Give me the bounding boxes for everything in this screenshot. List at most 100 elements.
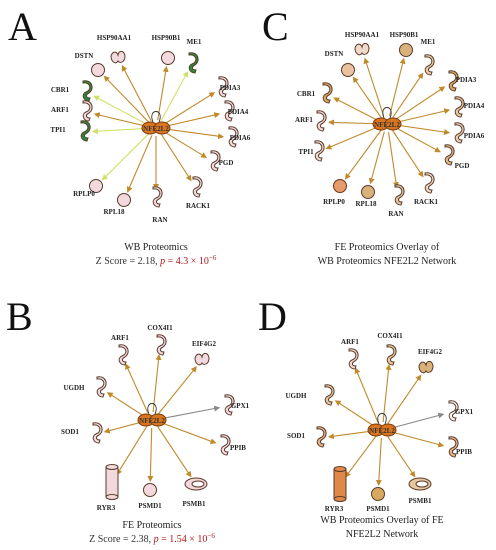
edge	[165, 128, 225, 140]
node-label: UGDH	[64, 384, 86, 392]
node-cbr1[interactable]: CBR1	[51, 80, 93, 102]
p-symbol: p	[153, 534, 159, 545]
node-psmd1[interactable]: PSMD1	[366, 487, 390, 514]
node-cox4i1[interactable]: COX4I1	[377, 332, 403, 366]
node-dstn[interactable]: DSTN	[75, 52, 105, 77]
node-hsp90b1[interactable]: HSP90B1	[152, 34, 181, 65]
node-psmb1[interactable]: PSMB1	[408, 477, 432, 505]
edge	[103, 75, 150, 123]
node-me1[interactable]: ME1	[187, 38, 202, 74]
node-pdia6[interactable]: PDIA6	[228, 126, 251, 148]
node-rpl18[interactable]: RPL18	[104, 193, 131, 217]
node-label: RPLP0	[73, 190, 95, 198]
edge	[333, 97, 379, 121]
node-eif4g2[interactable]: EIF4G2	[192, 340, 217, 366]
panel-caption: FE Proteomics Overlay of	[335, 242, 440, 253]
edge	[344, 435, 377, 478]
node-pdia4[interactable]: PDIA4	[224, 100, 249, 122]
edge	[363, 57, 385, 117]
p-value: = 4.3 × 10	[165, 256, 209, 267]
node-label: ME1	[187, 38, 202, 46]
edge	[116, 426, 148, 476]
node-ryr3[interactable]: RYR3	[97, 464, 119, 513]
node-label: COX4I1	[377, 332, 403, 340]
node-ugdh[interactable]: UGDH	[286, 384, 335, 406]
edge	[103, 421, 143, 434]
node-psmd1[interactable]: PSMD1	[138, 483, 162, 511]
edge	[395, 86, 446, 121]
node-ugdh[interactable]: UGDH	[64, 376, 107, 398]
stat-line: Z Score = 2.18, p = 4.3 × 10−6	[96, 254, 217, 267]
node-dstn[interactable]: DSTN	[325, 50, 355, 77]
node-label: TPI1	[298, 148, 314, 156]
node-label: RYR3	[97, 504, 116, 512]
hub-label: NFE2L2	[374, 121, 400, 129]
node-hsp90aa1[interactable]: HSP90AA1	[97, 34, 132, 64]
node-arf1[interactable]: ARF1	[111, 334, 129, 366]
edge	[164, 131, 208, 158]
edge	[388, 57, 406, 117]
node-label: PDIA4	[228, 108, 249, 116]
node-pdia3[interactable]: PDIA3	[448, 70, 477, 92]
node-sod1[interactable]: SOD1	[61, 422, 103, 444]
hub-node[interactable]: NFE2L2	[372, 117, 402, 131]
node-cox4i1[interactable]: COX4I1	[147, 324, 173, 356]
node-rack1[interactable]: RACK1	[414, 172, 439, 206]
node-cbr1[interactable]: CBR1	[297, 82, 333, 104]
node-tpi1[interactable]: TPI1	[298, 140, 325, 162]
self-regulation-loop	[382, 107, 392, 119]
node-rpl18[interactable]: RPL18	[356, 185, 378, 209]
node-sod1[interactable]: SOD1	[287, 426, 327, 448]
node-ran[interactable]: RAN	[388, 184, 405, 218]
node-label: ARF1	[341, 338, 359, 346]
node-label: HSP90AA1	[97, 34, 132, 42]
node-rplp0[interactable]: RPLP0	[73, 179, 103, 199]
node-label: COX4I1	[147, 324, 173, 332]
node-rack1[interactable]: RACK1	[186, 176, 211, 210]
node-pdia6[interactable]: PDIA6	[454, 122, 485, 144]
panel-letter: B	[6, 294, 33, 339]
node-arf1[interactable]: ARF1	[295, 110, 327, 132]
hub-label: NFE2L2	[369, 427, 395, 435]
node-label: PGD	[219, 159, 234, 167]
node-eif4g2[interactable]: EIF4G2	[418, 348, 443, 374]
self-regulation-loop	[151, 111, 161, 123]
node-pdia4[interactable]: PDIA4	[454, 96, 485, 118]
node-pgd[interactable]: PGD	[210, 150, 234, 172]
node-label: ME1	[421, 38, 436, 46]
hub-node[interactable]: NFE2L2	[367, 423, 397, 437]
edge	[157, 426, 192, 478]
node-label: RAN	[152, 216, 167, 224]
edge	[93, 95, 148, 125]
node-ryr3[interactable]: RYR3	[325, 466, 347, 514]
edge	[93, 112, 147, 127]
node-gpx1[interactable]: GPX1	[224, 394, 250, 416]
node-me1[interactable]: ME1	[421, 38, 436, 76]
node-label: PDIA6	[230, 134, 251, 142]
node-hsp90b1[interactable]: HSP90B1	[390, 31, 419, 57]
panel-caption: FE Proteomics	[122, 520, 181, 531]
edge	[368, 131, 385, 185]
node-pdia3[interactable]: PDIA3	[218, 76, 241, 98]
edge	[391, 431, 445, 448]
node-label: RPL18	[356, 200, 378, 208]
node-pgd[interactable]: PGD	[444, 144, 469, 170]
edge	[101, 133, 150, 181]
node-label: PSMB1	[183, 500, 206, 508]
node-gpx1[interactable]: GPX1	[448, 400, 474, 422]
p-exponent: −6	[207, 532, 215, 540]
node-rplp0[interactable]: RPLP0	[323, 179, 347, 207]
node-ran[interactable]: RAN	[152, 186, 168, 224]
panel-caption: WB Proteomics NFE2L2 Network	[318, 256, 457, 267]
node-psmb1[interactable]: PSMB1	[183, 477, 208, 508]
edge	[106, 392, 144, 417]
hub-node[interactable]: NFE2L2	[137, 413, 167, 427]
node-ppib[interactable]: PPIB	[220, 434, 246, 456]
node-tpi1[interactable]: TPI1	[50, 120, 91, 142]
node-ppib[interactable]: PPIB	[448, 436, 472, 458]
node-arf1[interactable]: ARF1	[51, 100, 93, 122]
hub-node[interactable]: NFE2L2	[141, 121, 171, 135]
node-arf1[interactable]: ARF1	[341, 338, 359, 370]
node-hsp90aa1[interactable]: HSP90AA1	[345, 31, 380, 56]
